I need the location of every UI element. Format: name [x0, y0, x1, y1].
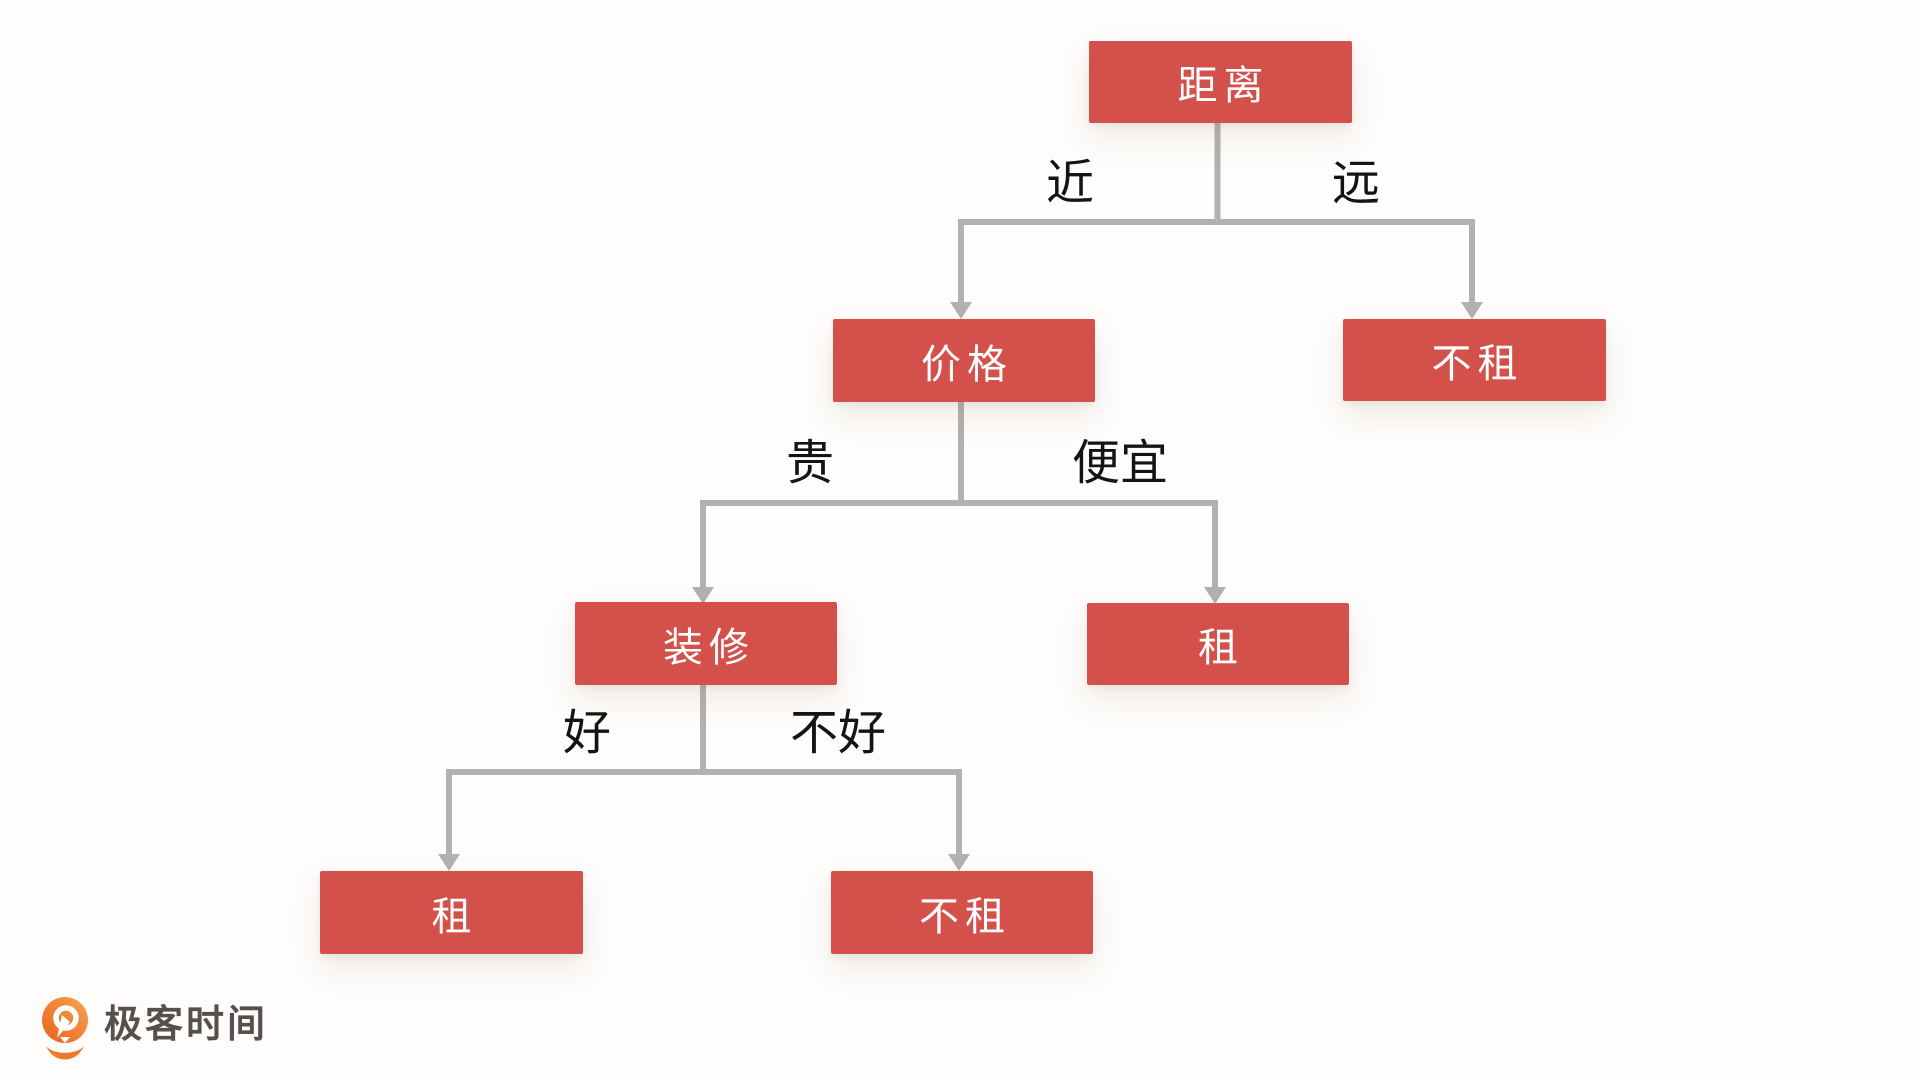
arrowhead-cheap — [1204, 587, 1226, 604]
edge-label-cheap: 便宜 — [1071, 437, 1169, 490]
node-label: 装修 — [663, 625, 755, 670]
geektime-logo: 极客时间 — [40, 996, 268, 1060]
node-label: 不租 — [919, 894, 1011, 939]
tree-node-rent-good: 租 — [320, 871, 583, 954]
edge-label-near: 近 — [1045, 157, 1095, 210]
node-label: 价格 — [921, 342, 1013, 387]
tree-node-no-rent-far: 不租 — [1343, 319, 1606, 401]
node-label: 租 — [431, 894, 478, 939]
edge-label-good: 好 — [562, 707, 612, 760]
node-label: 距离 — [1177, 64, 1270, 108]
node-label: 不租 — [1431, 342, 1524, 386]
arrowhead-far — [1461, 302, 1483, 319]
arrowhead-not-good — [948, 854, 970, 871]
arrowhead-good — [438, 854, 460, 871]
tree-node-decoration: 装修 — [575, 602, 837, 685]
arrowhead-expensive — [692, 587, 714, 604]
edge-root-branch — [958, 219, 1475, 304]
tree-node-price: 价格 — [833, 319, 1095, 402]
node-label: 租 — [1198, 626, 1244, 670]
edge-label-far: 远 — [1331, 157, 1381, 210]
tree-node-no-rent-bad: 不租 — [831, 871, 1093, 954]
tree-node-root: 距离 — [1089, 41, 1352, 123]
tree-node-rent-cheap: 租 — [1087, 603, 1349, 685]
edge-price-branch — [700, 500, 1218, 589]
geektime-logo-text: 极客时间 — [104, 1003, 269, 1046]
edge-label-expensive: 贵 — [785, 437, 835, 490]
arrowhead-near — [950, 302, 972, 319]
edge-decoration-branch — [446, 769, 962, 856]
edge-label-not-good: 不好 — [789, 707, 887, 760]
geektime-pin-icon — [42, 997, 88, 1060]
